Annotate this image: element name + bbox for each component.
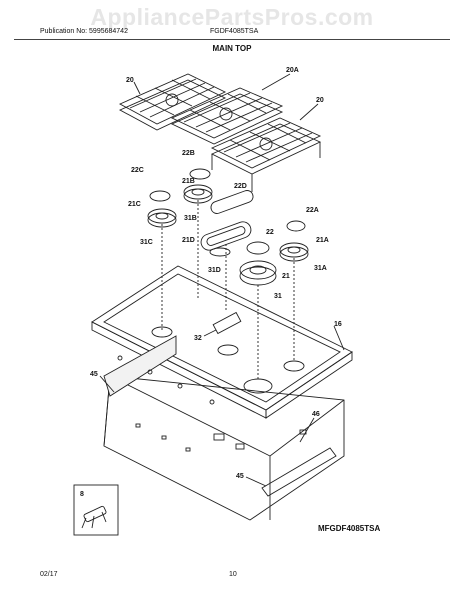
callout-21a: 21A	[316, 237, 329, 244]
model-number: FGDF4085TSA	[210, 28, 259, 35]
inset-box	[73, 484, 119, 536]
callout-31d: 31D	[208, 267, 221, 274]
main-top-16	[91, 265, 353, 419]
callout-21c: 21C	[128, 201, 141, 208]
watermark: AppliancePartsPros.com	[90, 4, 374, 30]
callout-32: 32	[194, 335, 202, 342]
callout-31b: 31B	[184, 215, 197, 222]
burner-box	[103, 335, 345, 521]
callout-31: 31	[274, 293, 282, 300]
callout-31c: 31C	[140, 239, 153, 246]
callout-45-bottom: 45	[236, 473, 244, 480]
callout-20-left: 20	[126, 77, 134, 84]
callout-20a: 20A	[286, 67, 299, 74]
callout-22a: 22A	[306, 207, 319, 214]
callout-45-left: 45	[90, 371, 98, 378]
burner-cap-22b	[189, 168, 211, 180]
callout-8: 8	[80, 491, 84, 498]
burner-cap-22	[246, 241, 270, 255]
grate-left	[118, 73, 227, 131]
burner-21	[239, 260, 277, 286]
callout-22: 22	[266, 229, 274, 236]
burner-21c	[147, 208, 177, 228]
callout-20-right: 20	[316, 97, 324, 104]
spark-ignition-module-8	[81, 505, 107, 529]
callout-21d: 21D	[182, 237, 195, 244]
burner-cap-22c	[149, 190, 171, 202]
burner-cap-22a	[286, 220, 306, 232]
callout-22b: 22B	[182, 150, 195, 157]
grate-middle	[170, 87, 284, 145]
grate-right	[210, 117, 322, 192]
callout-16: 16	[334, 321, 342, 328]
header-rule	[14, 39, 450, 40]
figure-code: MFGDF4085TSA	[318, 524, 381, 533]
oval-cap-22d	[210, 190, 254, 214]
callout-22c: 22C	[131, 167, 144, 174]
publication-number: Publication No: 5995684742	[40, 28, 128, 35]
callout-21b: 21B	[182, 178, 195, 185]
section-title: MAIN TOP	[212, 44, 252, 53]
burner-21a	[279, 242, 309, 262]
footer-date: 02/17	[40, 571, 58, 578]
callout-22d: 22D	[234, 183, 247, 190]
callout-31a: 31A	[314, 265, 327, 272]
page-number: 10	[229, 571, 237, 578]
callout-21: 21	[282, 273, 290, 280]
oval-ring-31d	[209, 247, 231, 257]
oval-burner-21d	[200, 221, 252, 251]
callout-46: 46	[312, 411, 320, 418]
burner-21b	[183, 184, 213, 204]
